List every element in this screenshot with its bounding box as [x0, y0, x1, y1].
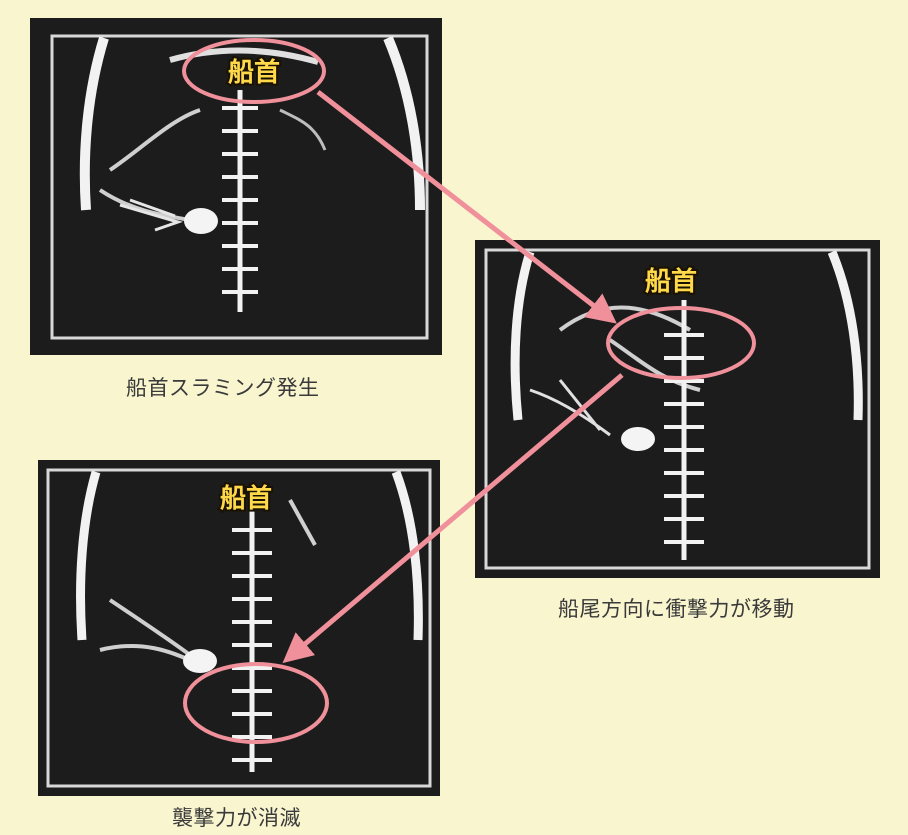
caption-frame-1: 船首スラミング発生 — [126, 372, 320, 402]
caption-frame-3: 襲撃力が消滅 — [172, 802, 301, 832]
bow-label-3: 船首 — [220, 483, 272, 514]
bow-label-1: 船首 — [228, 57, 280, 88]
frame-3-impact-dissipated: 船首 — [38, 460, 440, 796]
frame-1-bow-slamming: 船首 — [30, 18, 442, 355]
bow-label-2: 船首 — [645, 266, 697, 297]
caption-frame-2: 船尾方向に衝撃力が移動 — [558, 593, 795, 623]
frame-2-impact-moving-aft: 船首 — [475, 240, 880, 578]
